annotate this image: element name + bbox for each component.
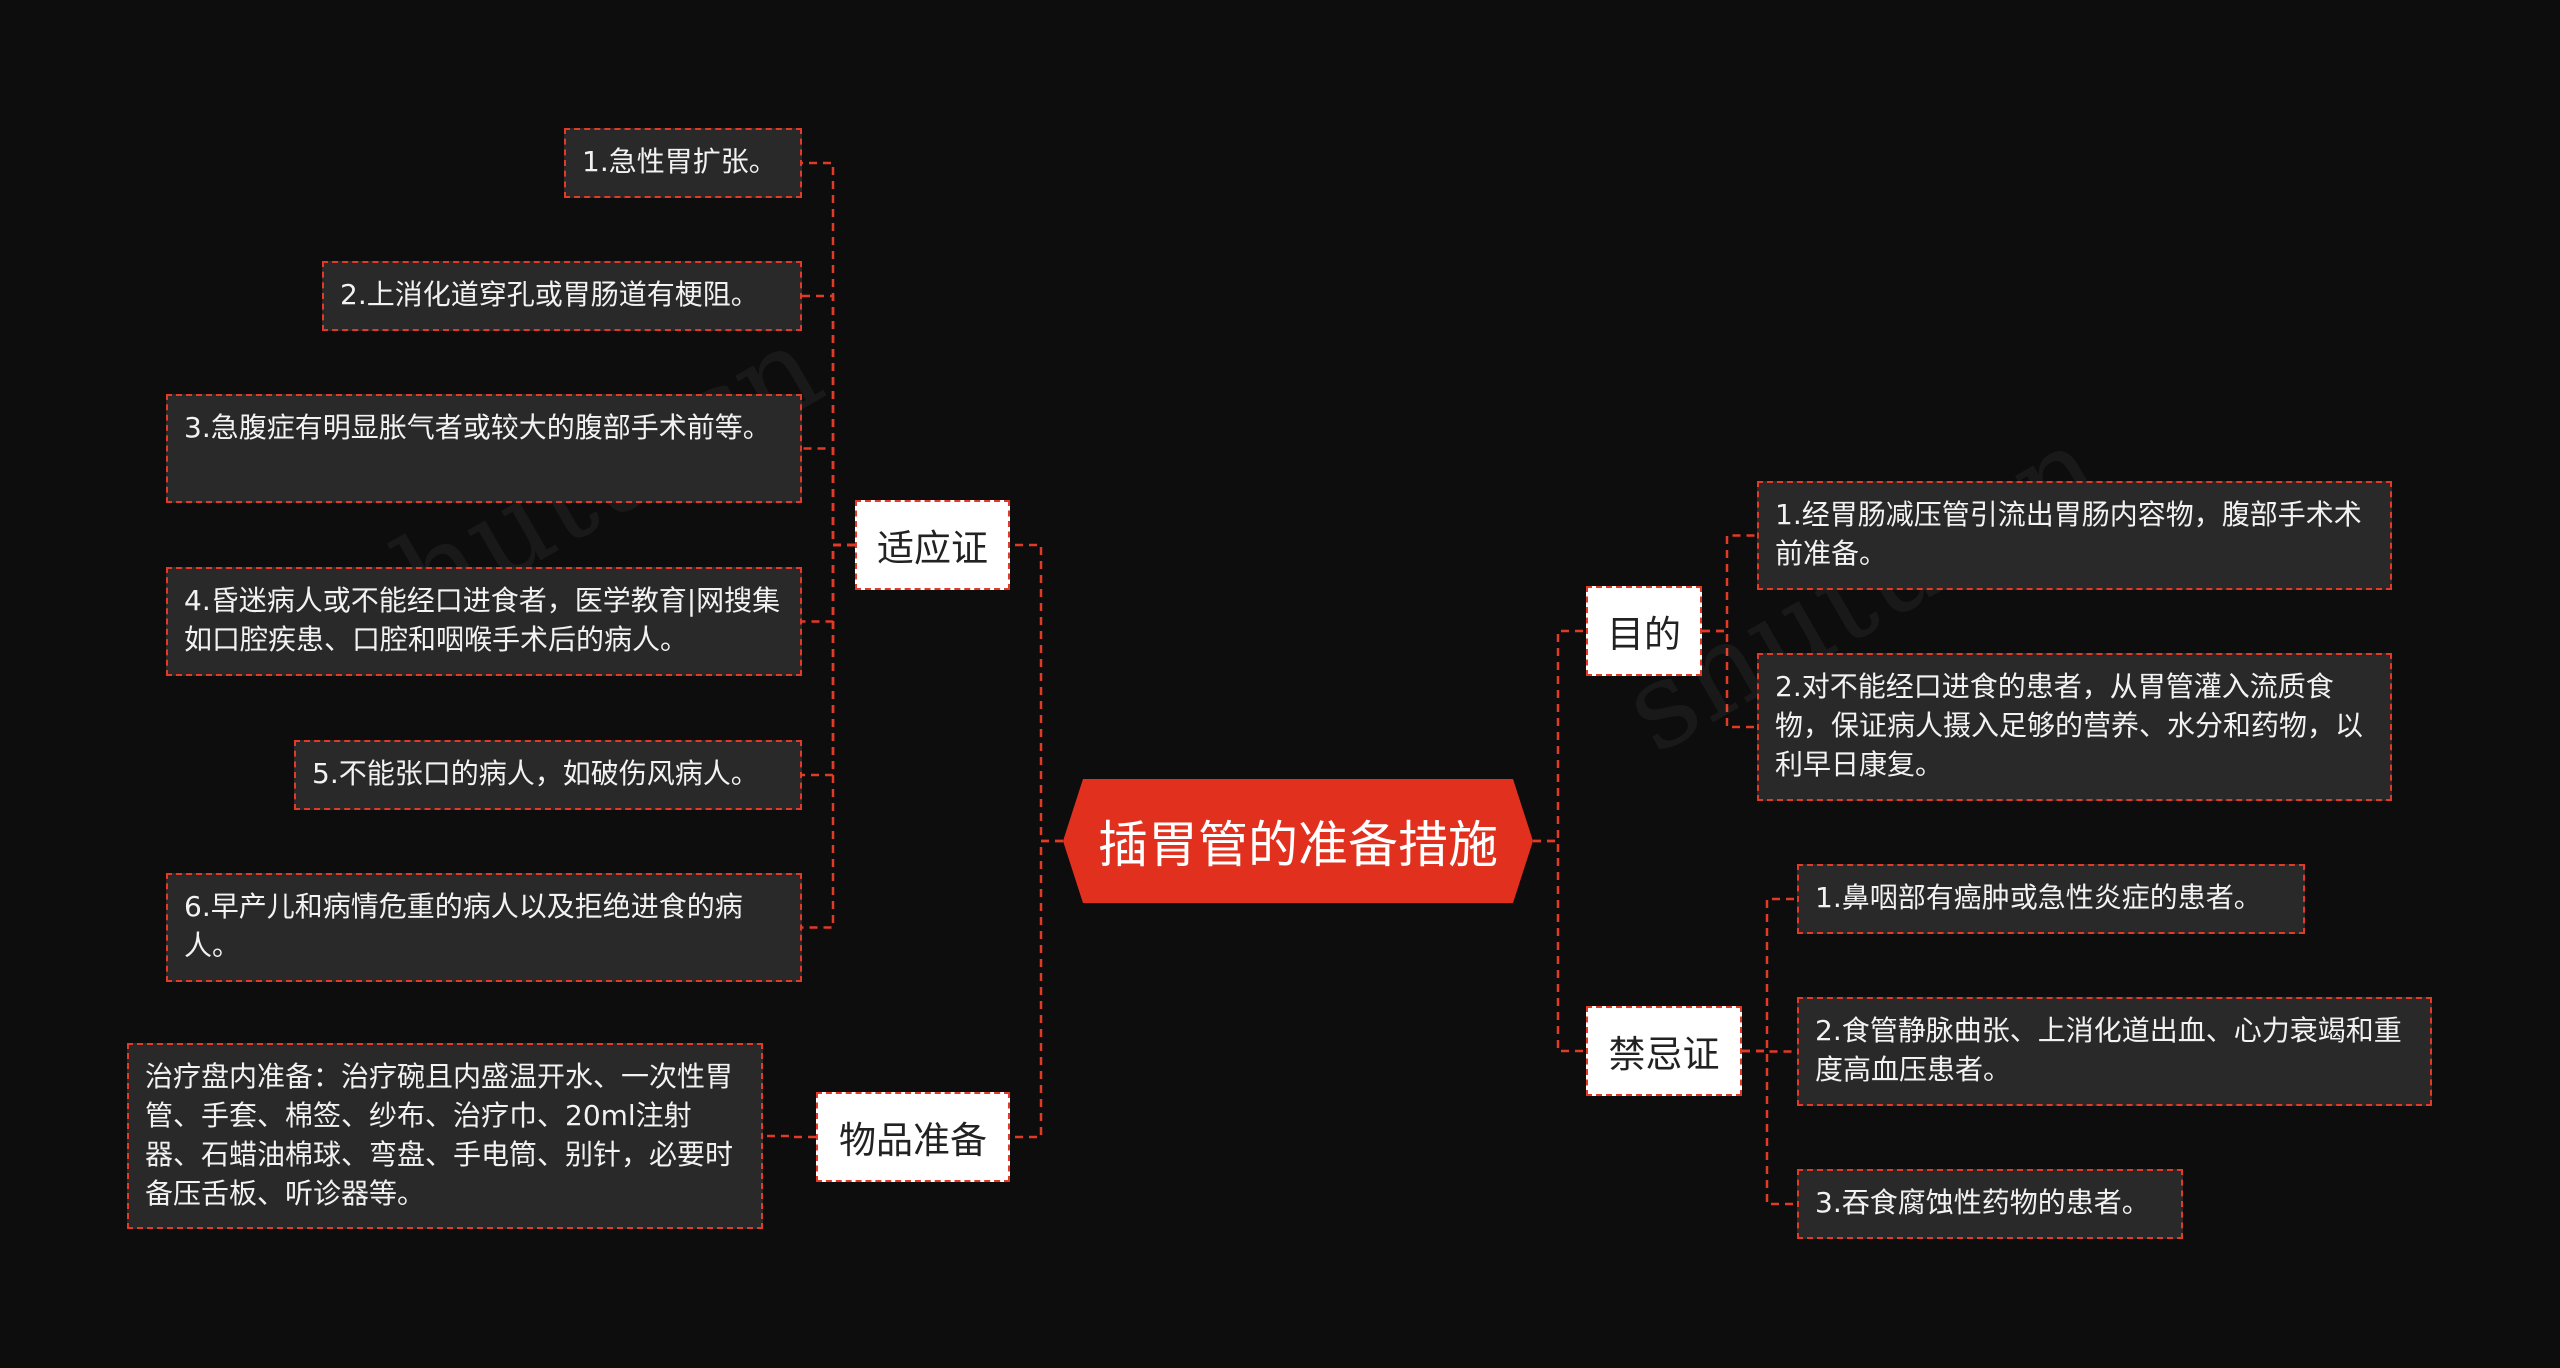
connector-line (802, 543, 855, 777)
indication-item[interactable]: 5.不能张口的病人，如破伤风病人。 (294, 740, 802, 810)
connector-line (802, 543, 855, 623)
connector-line (1010, 839, 1063, 1139)
contraindication-item[interactable]: 3.吞食腐蚀性药物的患者。 (1797, 1169, 2183, 1239)
branch-contraindications[interactable]: 禁忌证 (1586, 1006, 1742, 1096)
connector-line (1702, 534, 1757, 633)
branch-label: 适应证 (877, 527, 988, 570)
connector-line (1742, 1049, 1797, 1053)
connector-line (802, 447, 855, 547)
indication-item[interactable]: 2.上消化道穿孔或胃肠道有梗阻。 (322, 261, 802, 331)
connector-line (1010, 543, 1063, 843)
contraindication-item[interactable]: 2.食管静脉曲张、上消化道出血、心力衰竭和重度高血压患者。 (1797, 997, 2432, 1106)
purpose-item[interactable]: 2.对不能经口进食的患者，从胃管灌入流质食物，保证病人摄入足够的营养、水分和药物… (1757, 653, 2392, 801)
root-topic[interactable]: 插胃管的准备措施 (1063, 779, 1533, 903)
branch-purpose[interactable]: 目的 (1586, 586, 1702, 676)
connector-line (802, 294, 855, 547)
indication-item[interactable]: 4.昏迷病人或不能经口进食者，医学教育|网搜集如口腔疾患、口腔和咽喉手术后的病人… (166, 567, 802, 676)
connector-line (1533, 629, 1586, 843)
contraindication-item[interactable]: 1.鼻咽部有癌肿或急性炎症的患者。 (1797, 864, 2305, 934)
supplies-item[interactable]: 治疗盘内准备：治疗碗且内盛温开水、一次性胃管、手套、棉签、纱布、治疗巾、20ml… (127, 1043, 763, 1229)
indication-item[interactable]: 3.急腹症有明显胀气者或较大的腹部手术前等。 (166, 394, 802, 503)
branch-indications[interactable]: 适应证 (855, 500, 1010, 590)
branch-label: 目的 (1607, 613, 1681, 656)
connector-line (1742, 897, 1797, 1053)
connector-line (1533, 839, 1586, 1053)
root-label: 插胃管的准备措施 (1098, 816, 1498, 874)
branch-label: 物品准备 (839, 1119, 987, 1162)
connector-line (763, 1134, 816, 1139)
root-shape (1063, 779, 1533, 903)
connector-line (1702, 629, 1757, 729)
connector-line (802, 161, 855, 547)
purpose-item[interactable]: 1.经胃肠减压管引流出胃肠内容物，腹部手术术前准备。 (1757, 481, 2392, 590)
connector-line (802, 543, 855, 929)
connector-line (1742, 1049, 1797, 1206)
branch-supplies[interactable]: 物品准备 (816, 1092, 1010, 1182)
indication-item[interactable]: 1.急性胃扩张。 (564, 128, 802, 198)
indication-item[interactable]: 6.早产儿和病情危重的病人以及拒绝进食的病人。 (166, 873, 802, 982)
branch-label: 禁忌证 (1608, 1033, 1720, 1076)
